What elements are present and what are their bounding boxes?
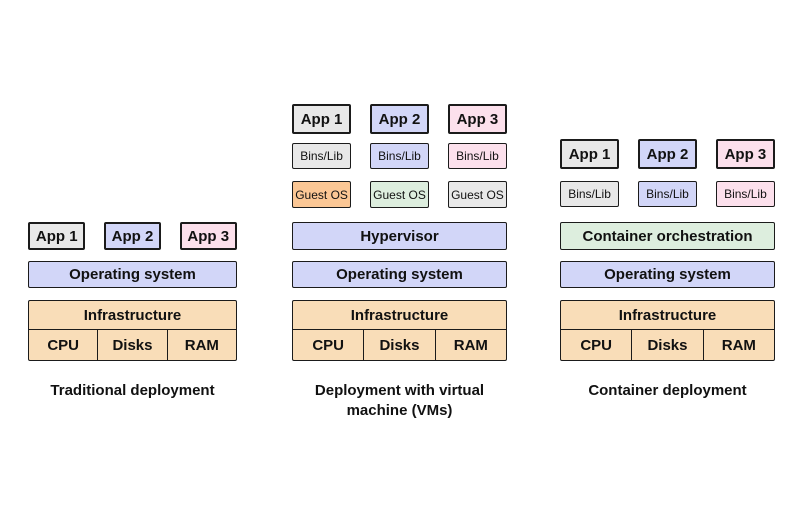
container-orchestration-row: Container orchestration <box>560 222 775 250</box>
guest-os-box: Guest OS <box>447 181 507 208</box>
guest-os-row: Guest OS Guest OS Guest OS <box>292 181 507 208</box>
guest-os-box: Guest OS <box>292 181 352 208</box>
infra-cell-ram: RAM <box>702 330 774 360</box>
app-box: App 1 <box>292 104 352 134</box>
app-row: App 1 App 2 App 3 <box>292 104 507 134</box>
bins-lib-row: Bins/Lib Bins/Lib Bins/Lib <box>292 143 507 169</box>
infrastructure-header: Infrastructure <box>29 301 236 330</box>
bins-lib-box: Bins/Lib <box>560 181 620 207</box>
guest-os-box: Guest OS <box>369 181 430 208</box>
bins-lib-box: Bins/Lib <box>292 143 352 169</box>
infra-cell-cpu: CPU <box>580 336 612 354</box>
operating-system-row: Operating system <box>560 261 775 288</box>
infrastructure-header: Infrastructure <box>561 301 774 330</box>
app-row: App 1 App 2 App 3 <box>560 139 775 169</box>
bins-lib-box: Bins/Lib <box>447 143 507 169</box>
infrastructure-cells: CPU Disks RAM <box>293 330 506 360</box>
column-traditional: App 1 App 2 App 3 Operating system Infra… <box>28 0 237 519</box>
app-box: App 2 <box>103 222 162 250</box>
infra-cell-cpu: CPU <box>312 336 344 354</box>
app-row: App 1 App 2 App 3 <box>28 222 237 250</box>
app-box: App 3 <box>179 222 237 250</box>
caption-traditional-deployment: Traditional deployment <box>50 382 215 399</box>
infra-cell-disks: Disks <box>97 330 166 360</box>
app-box: App 3 <box>715 139 775 169</box>
bins-lib-box: Bins/Lib <box>637 181 698 207</box>
infrastructure-block: Infrastructure CPU Disks RAM <box>560 300 775 361</box>
infrastructure-block: Infrastructure CPU Disks RAM <box>28 300 237 361</box>
operating-system-row: Operating system <box>28 261 237 288</box>
app-box: App 1 <box>28 222 86 250</box>
infrastructure-cells: CPU Disks RAM <box>561 330 774 360</box>
infra-cell-ram: RAM <box>434 330 506 360</box>
infra-cell-disks: Disks <box>363 330 434 360</box>
infrastructure-block: Infrastructure CPU Disks RAM <box>292 300 507 361</box>
app-box: App 3 <box>447 104 507 134</box>
operating-system-row: Operating system <box>292 261 507 288</box>
infrastructure-header: Infrastructure <box>293 301 506 330</box>
app-box: App 1 <box>560 139 620 169</box>
app-box: App 2 <box>369 104 430 134</box>
bins-lib-box: Bins/Lib <box>369 143 430 169</box>
caption-container-deployment: Container deployment <box>588 382 747 399</box>
app-box: App 2 <box>637 139 698 169</box>
infra-cell-cpu: CPU <box>47 336 79 354</box>
infra-cell-disks: Disks <box>631 330 702 360</box>
bins-lib-row: Bins/Lib Bins/Lib Bins/Lib <box>560 181 775 207</box>
bins-lib-box: Bins/Lib <box>715 181 775 207</box>
infrastructure-cells: CPU Disks RAM <box>29 330 236 360</box>
infra-cell-ram: RAM <box>166 330 236 360</box>
column-containers: App 1 App 2 App 3 Bins/Lib Bins/Lib Bins… <box>560 0 775 519</box>
column-virtual-machines: App 1 App 2 App 3 Bins/Lib Bins/Lib Bins… <box>292 0 507 519</box>
hypervisor-row: Hypervisor <box>292 222 507 250</box>
caption-vm-deployment: Deployment with virtual machine (VMs) <box>314 382 485 420</box>
